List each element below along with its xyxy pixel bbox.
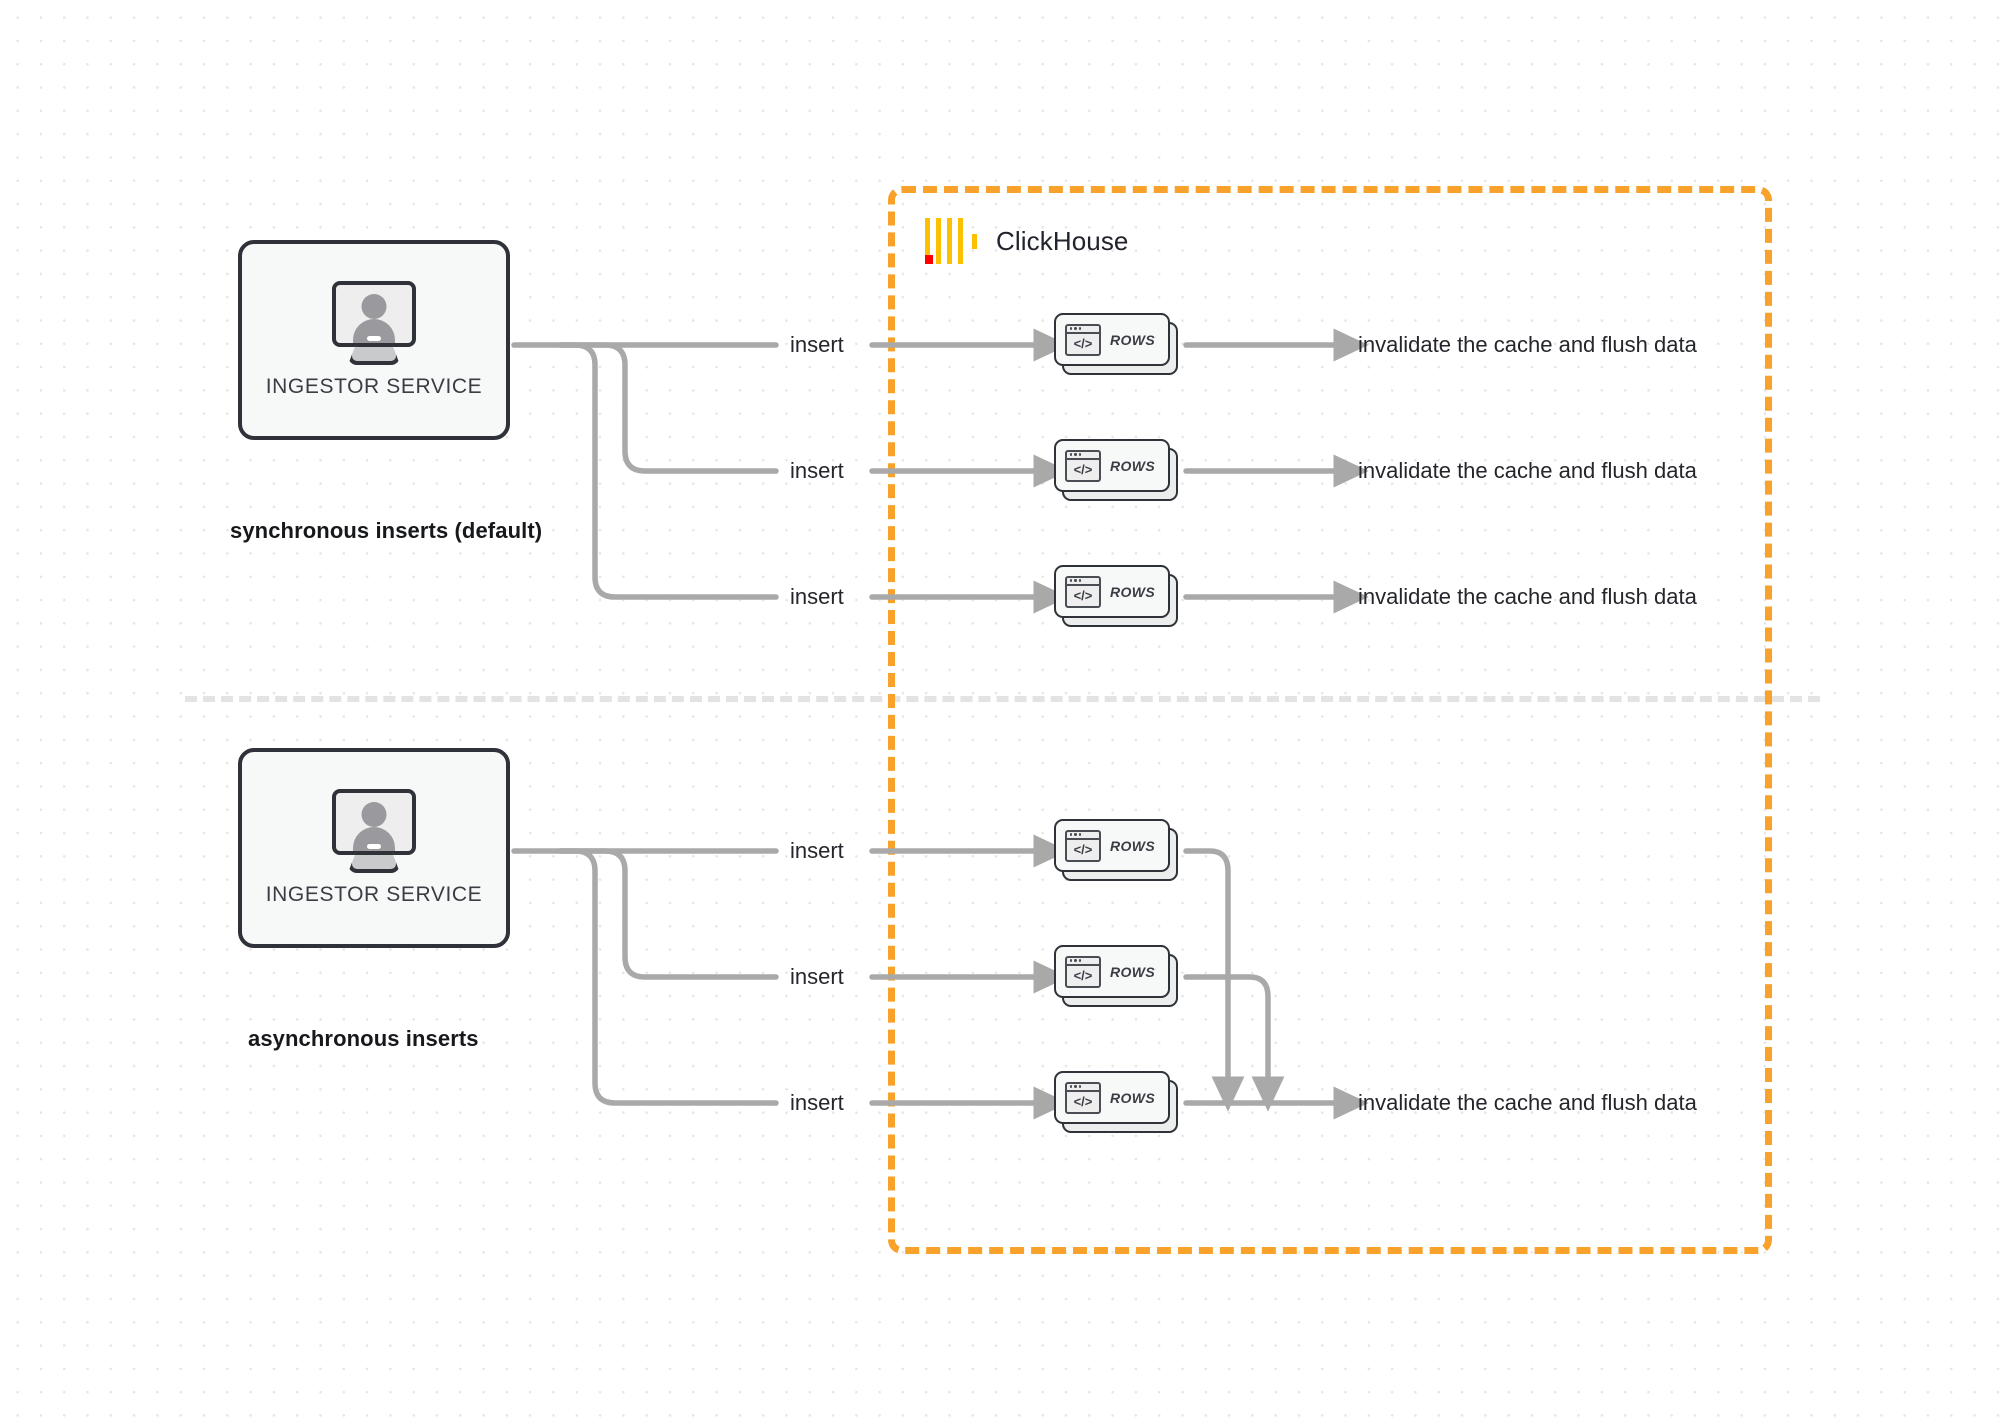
caption-synchronous: synchronous inserts (default) [230,518,543,543]
clickhouse-logo-row: ClickHouse [925,218,1129,264]
rows-node-label: ROWS [1110,963,1156,980]
ingestor-service-sync[interactable]: INGESTOR SERVICE [238,240,510,440]
code-window-icon: </> [1065,1081,1101,1114]
insert-label-sync-2: insert [790,458,844,483]
rows-node-async-1[interactable]: </> ROWS [1054,819,1178,881]
rows-node-async-3[interactable]: </> ROWS [1054,1071,1178,1133]
result-label-sync-1: invalidate the cache and flush data [1358,332,1697,357]
wire-sync-out-3 [557,342,779,600]
clickhouse-boundary [888,186,1772,1254]
rows-node-sync-2[interactable]: </> ROWS [1054,439,1178,501]
insert-label-async-1: insert [790,838,844,863]
rows-node-label: ROWS [1110,583,1156,600]
monitor-user-icon [328,789,420,873]
rows-node-sync-1[interactable]: </> ROWS [1054,313,1178,375]
insert-label-sync-1: insert [790,332,844,357]
code-window-icon: </> [1065,829,1101,862]
rows-node-sync-3[interactable]: </> ROWS [1054,565,1178,627]
rows-node-label: ROWS [1110,837,1156,854]
caption-asynchronous: asynchronous inserts [248,1026,479,1051]
insert-label-async-3: insert [790,1090,844,1115]
code-window-icon: </> [1065,323,1101,356]
ingestor-service-async[interactable]: INGESTOR SERVICE [238,748,510,948]
rows-node-label: ROWS [1110,331,1156,348]
rows-node-async-2[interactable]: </> ROWS [1054,945,1178,1007]
wire-async-out-2 [557,848,779,980]
insert-label-sync-3: insert [790,584,844,609]
result-label-async-merged: invalidate the cache and flush data [1358,1090,1697,1115]
monitor-user-icon [328,281,420,365]
ingestor-service-sync-label: INGESTOR SERVICE [265,375,483,398]
clickhouse-label: ClickHouse [996,225,1129,256]
rows-node-label: ROWS [1110,457,1156,474]
code-window-icon: </> [1065,955,1101,988]
wire-async-out-3 [557,848,779,1106]
ingestor-service-async-label: INGESTOR SERVICE [265,883,483,906]
insert-label-async-2: insert [790,964,844,989]
rows-node-label: ROWS [1110,1089,1156,1106]
wire-sync-out-2 [557,342,779,474]
result-label-sync-3: invalidate the cache and flush data [1358,584,1697,609]
code-window-icon: </> [1065,575,1101,608]
clickhouse-logo-icon [925,218,977,264]
code-window-icon: </> [1065,449,1101,482]
section-separator [185,696,1820,702]
result-label-sync-2: invalidate the cache and flush data [1358,458,1697,483]
